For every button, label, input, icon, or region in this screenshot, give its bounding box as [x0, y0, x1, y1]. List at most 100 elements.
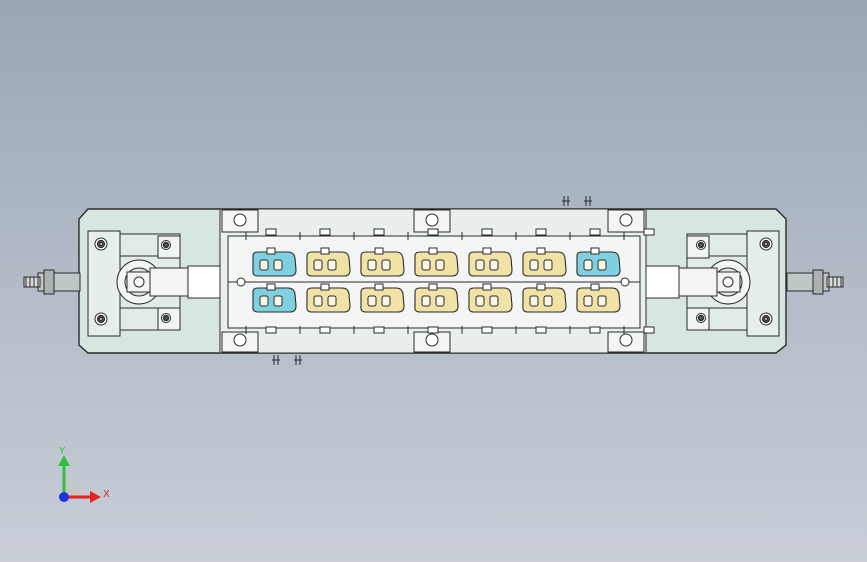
locator-top-7 — [643, 228, 655, 236]
screw-pad-top-right-socket — [699, 243, 703, 247]
x-axis-arrowhead — [90, 491, 101, 503]
pocket-bottom-6-tag — [590, 283, 600, 291]
triad-quadrant — [64, 478, 84, 497]
z-axis-dot — [59, 492, 69, 502]
pocket-bottom-3-slot-b — [435, 295, 445, 307]
locator-bottom-0 — [265, 326, 277, 334]
screw-bottom-right-socket — [764, 317, 768, 321]
pocket-top-5-slot-a — [529, 259, 539, 271]
pocket-top-4-slot-a — [475, 259, 485, 271]
rod-collar-right — [812, 269, 824, 295]
pocket-top-0-slot-b — [273, 259, 283, 271]
pocket-bottom-4-slot-b — [489, 295, 499, 307]
x-axis-label: X — [103, 489, 110, 500]
locator-top-1 — [319, 228, 331, 236]
pocket-top-2-slot-a — [367, 259, 377, 271]
pocket-top-4-slot-b — [489, 259, 499, 271]
locator-top-3 — [427, 228, 439, 236]
pocket-bottom-6-slot-b — [597, 295, 607, 307]
pocket-bottom-3-slot-a — [421, 295, 431, 307]
pocket-bottom-6[interactable] — [576, 283, 621, 313]
pocket-top-1[interactable] — [306, 247, 351, 277]
pocket-bottom-0-slot-b — [273, 295, 283, 307]
pocket-top-6-slot-b — [597, 259, 607, 271]
pocket-top-1-tag — [320, 247, 330, 255]
pocket-bottom-1-slot-b — [327, 295, 337, 307]
pocket-top-1-slot-b — [327, 259, 337, 271]
coordinate-triad: Y X — [58, 446, 110, 503]
pocket-bottom-5-slot-a — [529, 295, 539, 307]
pocket-top-0[interactable] — [252, 247, 297, 277]
pocket-bottom-3[interactable] — [414, 283, 459, 313]
pocket-bottom-5-tag — [536, 283, 546, 291]
pocket-bottom-4-slot-a — [475, 295, 485, 307]
y-axis-label: Y — [58, 446, 66, 457]
locator-bottom-7 — [643, 326, 655, 334]
edge-clamp-top-hole-1 — [425, 213, 439, 227]
pocket-top-6[interactable] — [576, 247, 621, 277]
locator-bottom-1 — [319, 326, 331, 334]
locator-top-4 — [481, 228, 493, 236]
locator-top-2 — [373, 228, 385, 236]
edge-clamp-top-hole-0 — [233, 213, 247, 227]
edge-clamp-bottom-hole-1 — [425, 333, 439, 347]
edge-clamp-bottom-hole-0 — [233, 333, 247, 347]
cam-pin-left — [133, 276, 145, 288]
screw-top-left-socket — [99, 242, 103, 246]
rod-nut-right — [826, 276, 844, 288]
pocket-bottom-6-slot-a — [583, 295, 593, 307]
screw-pad-top-left-socket — [164, 243, 168, 247]
screw-bottom-left-socket — [99, 317, 103, 321]
pocket-top-0-tag — [266, 247, 276, 255]
bed-dowel-left — [236, 277, 246, 287]
y-axis-arrowhead — [58, 455, 70, 466]
locator-bottom-4 — [481, 326, 493, 334]
pocket-bottom-2-tag — [374, 283, 384, 291]
pocket-bottom-0[interactable] — [252, 283, 297, 313]
pocket-bottom-1-slot-a — [313, 295, 323, 307]
screw-pad-bottom-left-socket — [164, 316, 168, 320]
pocket-bottom-2[interactable] — [360, 283, 405, 313]
pocket-top-4-tag — [482, 247, 492, 255]
pocket-top-5[interactable] — [522, 247, 567, 277]
end-block-left[interactable] — [23, 230, 241, 337]
pocket-top-3-slot-a — [421, 259, 431, 271]
pocket-bottom-1-tag — [320, 283, 330, 291]
cam-pin-right — [722, 276, 734, 288]
pocket-top-5-tag — [536, 247, 546, 255]
pocket-top-1-slot-a — [313, 259, 323, 271]
end-block-right[interactable] — [626, 230, 844, 337]
edge-clamp-bottom-hole-2 — [619, 333, 633, 347]
pocket-top-3-tag — [428, 247, 438, 255]
pocket-bottom-2-slot-a — [367, 295, 377, 307]
pocket-bottom-3-tag — [428, 283, 438, 291]
locator-bottom-3 — [427, 326, 439, 334]
fixture-assembly[interactable] — [23, 196, 844, 365]
screw-top-right-socket — [764, 242, 768, 246]
pocket-top-6-tag — [590, 247, 600, 255]
pocket-top-0-slot-a — [259, 259, 269, 271]
pocket-bottom-0-slot-a — [259, 295, 269, 307]
edge-clamp-top-hole-2 — [619, 213, 633, 227]
locator-top-5 — [535, 228, 547, 236]
pocket-top-4[interactable] — [468, 247, 513, 277]
locator-top-6 — [589, 228, 601, 236]
pocket-top-3-slot-b — [435, 259, 445, 271]
pocket-top-2-tag — [374, 247, 384, 255]
pocket-bottom-5[interactable] — [522, 283, 567, 313]
locator-bottom-2 — [373, 326, 385, 334]
pocket-top-3[interactable] — [414, 247, 459, 277]
bed-dowel-right — [620, 277, 630, 287]
pocket-bottom-4[interactable] — [468, 283, 513, 313]
rod-nut-left — [23, 276, 41, 288]
pocket-top-5-slot-b — [543, 259, 553, 271]
screw-pad-bottom-right-socket — [699, 316, 703, 320]
pocket-bottom-0-tag — [266, 283, 276, 291]
pocket-bottom-2-slot-b — [381, 295, 391, 307]
rod-collar-left — [43, 269, 55, 295]
pocket-top-2[interactable] — [360, 247, 405, 277]
pocket-bottom-1[interactable] — [306, 283, 351, 313]
locator-bottom-5 — [535, 326, 547, 334]
locator-top-0 — [265, 228, 277, 236]
